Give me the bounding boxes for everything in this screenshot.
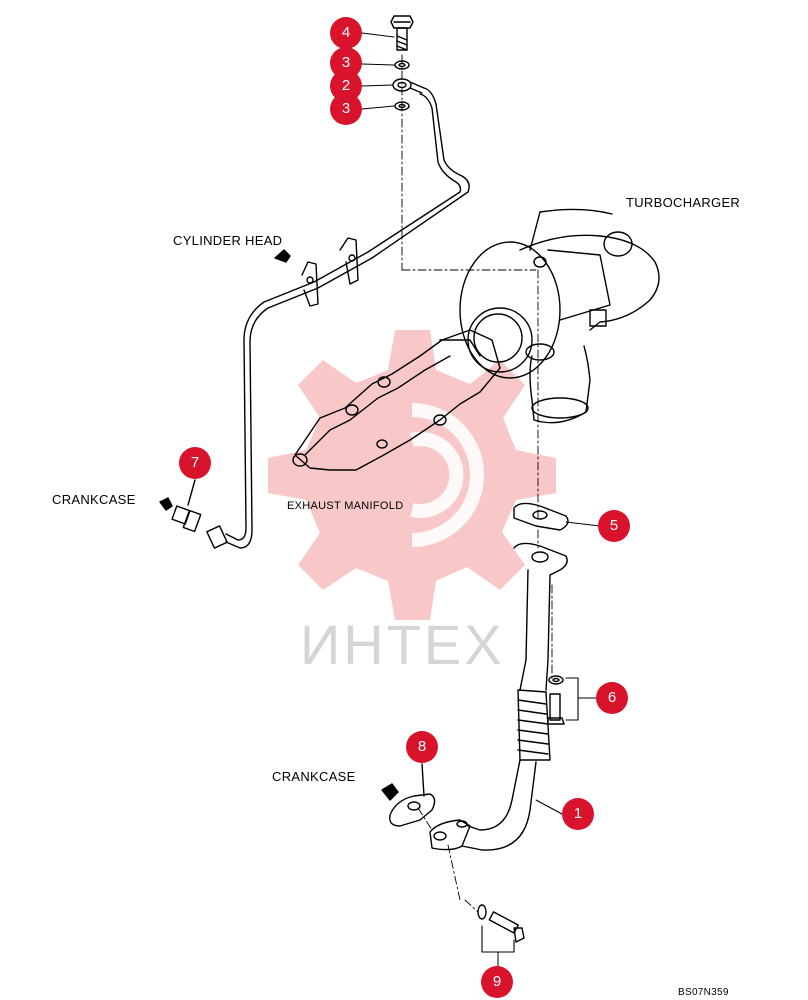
washer-6 — [548, 675, 564, 685]
callout-7: 7 — [179, 447, 211, 479]
arrow-crankcase-upper — [159, 497, 173, 511]
gasket-5 — [513, 502, 569, 531]
exhaust-manifold — [292, 329, 501, 471]
label-crankcase-upper: CRANKCASE — [52, 492, 136, 507]
turbocharger — [459, 208, 660, 424]
bolt-6 — [547, 693, 565, 725]
arrow-crankcase-lower — [381, 783, 399, 801]
bracket-6 — [565, 677, 579, 721]
callout-9: 9 — [481, 966, 513, 998]
gasket-8 — [389, 763, 436, 827]
bolt-9 — [488, 911, 525, 943]
callout-8: 8 — [406, 731, 438, 763]
label-turbocharger: TURBOCHARGER — [626, 195, 741, 210]
washer-3-bottom — [394, 101, 410, 111]
oil-feed-pipe — [206, 87, 470, 549]
banjo-fitting-2 — [392, 78, 425, 94]
arrow-cylinder-head — [274, 249, 291, 263]
label-cylinder-head: CYLINDER HEAD — [173, 233, 283, 248]
drawing-code: BS07N359 — [678, 987, 729, 998]
callout-4: 4 — [330, 17, 362, 49]
label-crankcase-lower: CRANKCASE — [272, 769, 356, 784]
callout-1: 1 — [562, 798, 594, 830]
callout-3-bottom: 3 — [330, 93, 362, 125]
watermark-logo — [268, 330, 556, 620]
label-exhaust-manifold: EXHAUST MANIFOLD — [287, 500, 404, 512]
watermark-logo-rings — [410, 403, 484, 547]
adapter-7 — [171, 479, 202, 533]
washer-3-top — [394, 60, 410, 70]
bolt-4 — [390, 15, 414, 51]
callout-leaders — [361, 32, 601, 967]
callout-3-top: 3 — [330, 47, 362, 79]
oil-return-pipe-1 — [429, 542, 568, 851]
callout-6: 6 — [596, 682, 628, 714]
watermark-text: ИНТЕХ — [300, 613, 505, 676]
callout-5: 5 — [598, 510, 630, 542]
washer-9 — [477, 904, 487, 920]
